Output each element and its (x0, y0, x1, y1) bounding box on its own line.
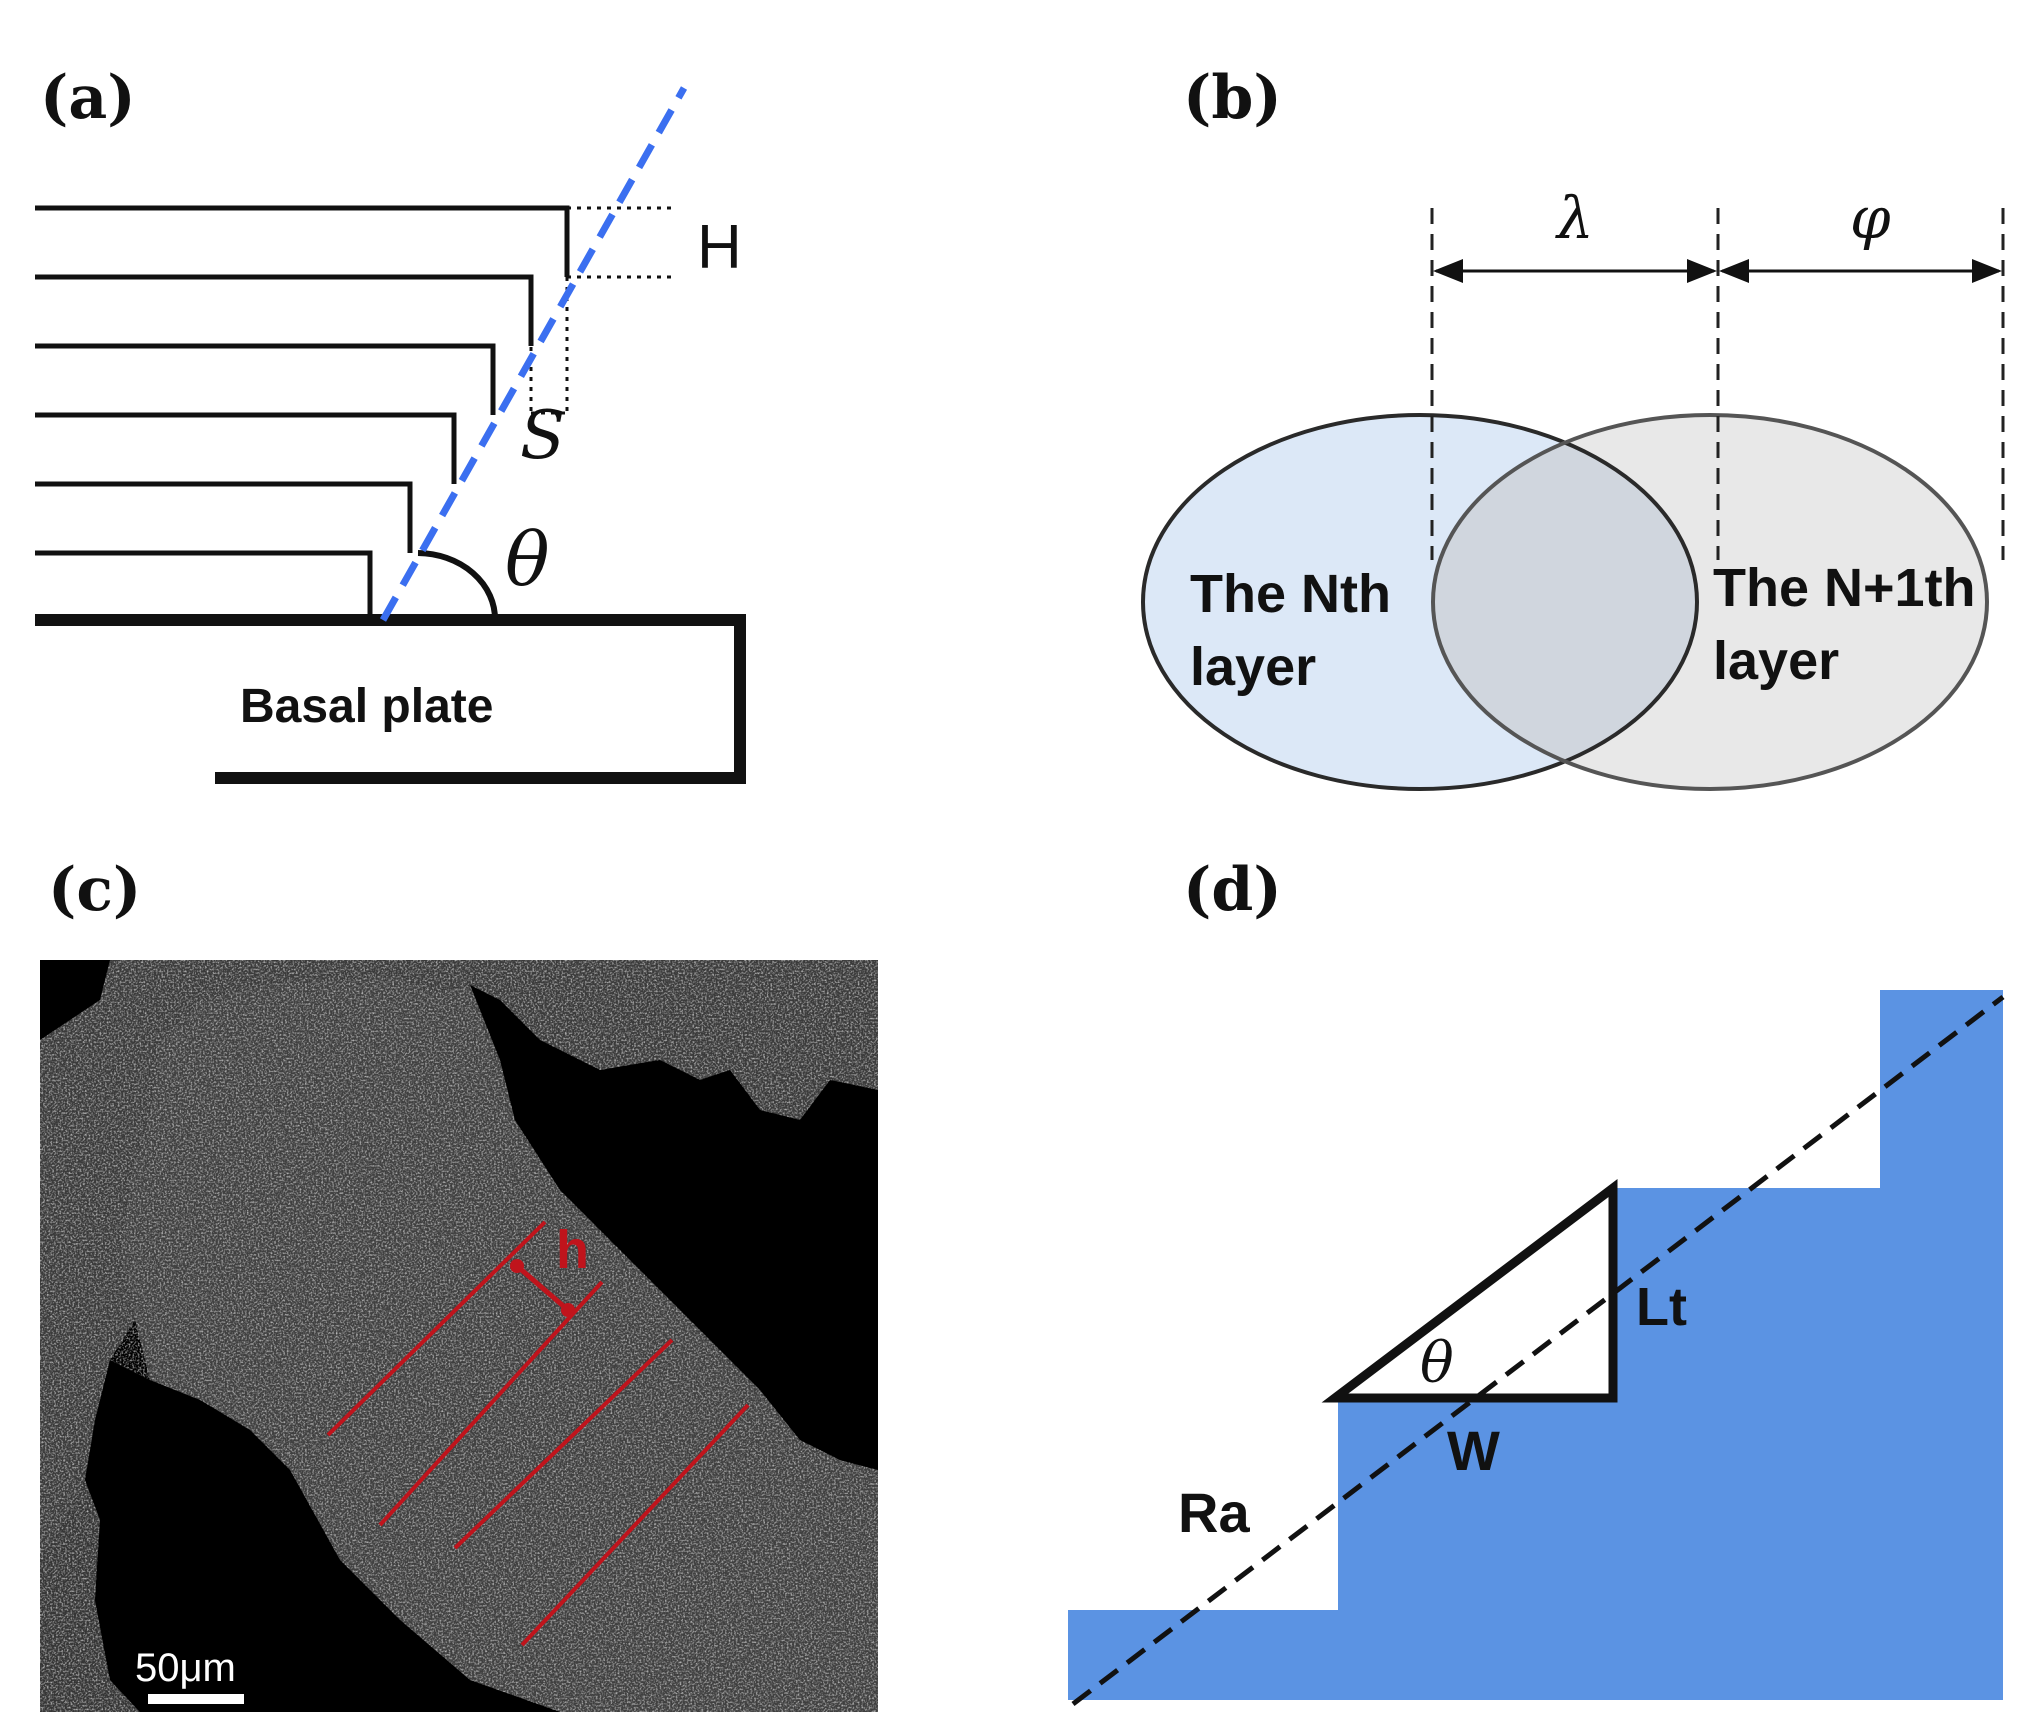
nth-layer-outline (1141, 413, 1699, 791)
layer-lines (35, 205, 570, 620)
lambda-label: λ (1555, 184, 1594, 252)
nth-layer-label-line2: layer (1190, 637, 1316, 697)
panel-c: (c) h (40, 855, 878, 1712)
phi-label: φ (1850, 184, 1891, 252)
lt-label: Lt (1636, 1277, 1687, 1337)
panel-a-label: (a) (40, 63, 136, 133)
panel-b-label: (b) (1183, 63, 1282, 133)
theta-arc (417, 550, 499, 621)
w-label: W (1447, 1419, 1500, 1482)
next-layer-label-line2: layer (1713, 631, 1839, 691)
overlap-guides (1430, 208, 2005, 560)
h-measure-dot-bottom (561, 1303, 575, 1317)
next-layer-outline (1431, 413, 1989, 791)
nth-layer-label-line1: The Nth (1190, 564, 1391, 624)
basal-plate (35, 614, 746, 784)
panel-b: (b) λ φ The Nth layer The N+1th layer (1141, 63, 2005, 791)
h-measure-arrow (515, 1264, 570, 1312)
pores (40, 960, 878, 1712)
micrograph (40, 960, 878, 1712)
overlap-region (1433, 443, 1697, 761)
theta-label-a: θ (505, 517, 550, 603)
h-measure-label: h (556, 1220, 589, 1280)
angle-triangle (1321, 1178, 1618, 1403)
layer-marker-lines (326, 1220, 750, 1647)
panel-a: (a) H S Basal plate θ (35, 63, 746, 784)
basal-plate-label: Basal plate (240, 680, 493, 733)
roughness-line (1071, 995, 2005, 1706)
slope-line (379, 86, 688, 622)
s-dimension-label: S (520, 397, 565, 474)
dimension-guides (529, 206, 672, 415)
scale-bar-label: 50μm (135, 1646, 236, 1690)
next-layer-label-line1: The N+1th (1713, 558, 1976, 618)
h-dimension-label: H (697, 213, 742, 282)
scale-bar (148, 1694, 244, 1704)
panel-d-label: (d) (1183, 855, 1282, 925)
panel-c-label: (c) (48, 855, 141, 925)
theta-label-d: θ (1420, 1331, 1454, 1396)
h-measure-dot-top (510, 1259, 524, 1273)
panel-d: (d) θ Lt W Ra (1068, 855, 2005, 1706)
stair-steps (1068, 990, 2003, 1700)
ra-label: Ra (1178, 1481, 1250, 1544)
